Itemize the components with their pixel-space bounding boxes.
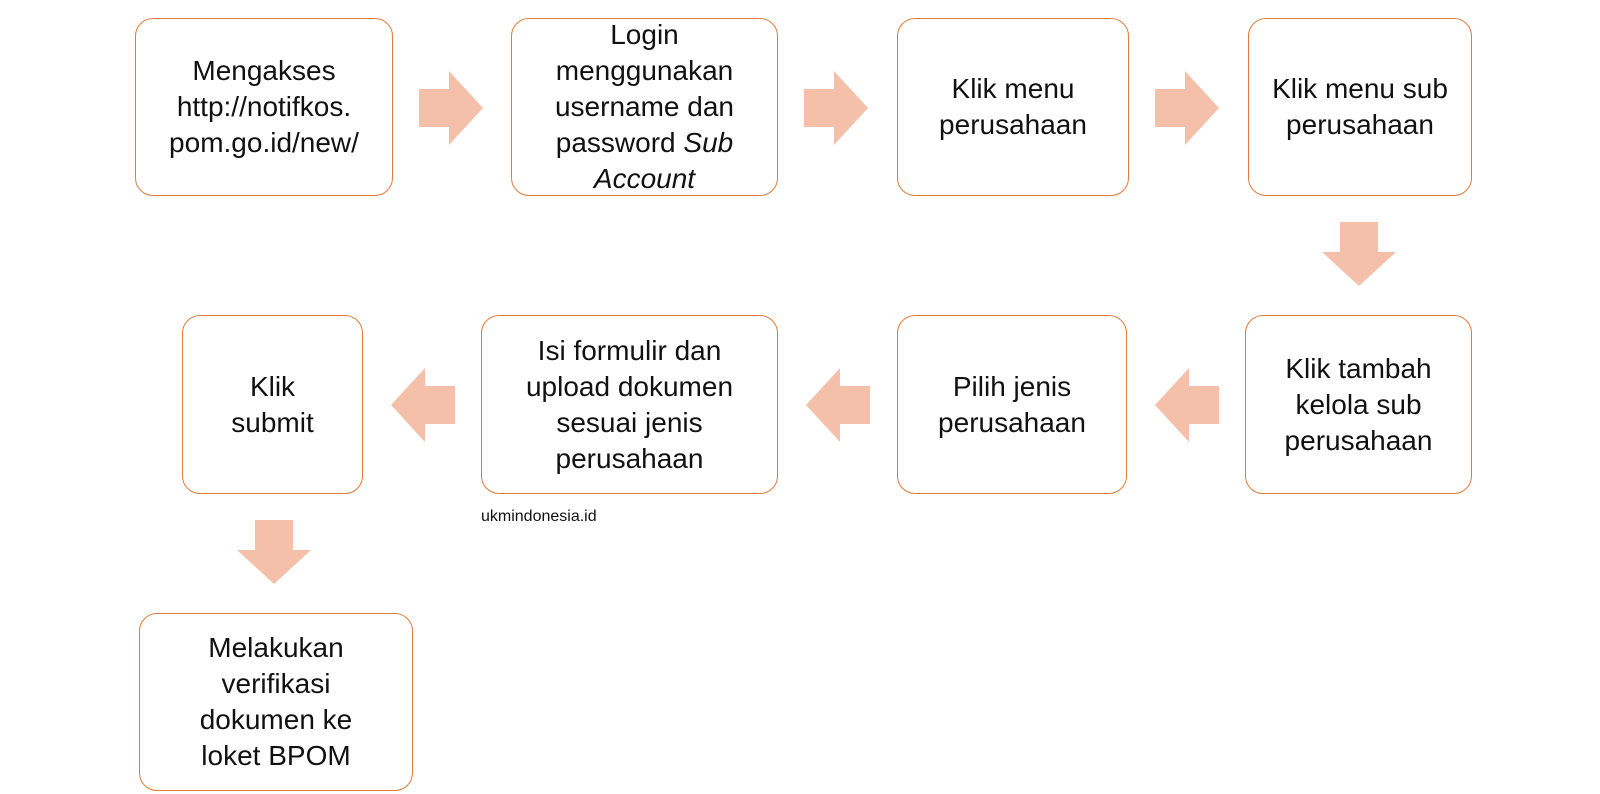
step-text-line: upload dokumen xyxy=(525,370,734,402)
step-text-line: username dan xyxy=(554,91,734,122)
step-text-line: pom.go.id/new/ xyxy=(169,127,359,158)
step-text-line: menggunakan xyxy=(555,55,734,86)
arrow-left-icon xyxy=(391,368,455,442)
step-text-line: perusahaan xyxy=(938,406,1086,438)
step-click-company-menu: Klik menu perusahaan xyxy=(897,18,1129,196)
step-text-line: kelola sub xyxy=(1295,388,1422,420)
step-text-line: perusahaan xyxy=(555,442,704,474)
step-text-line: verifikasi xyxy=(221,668,331,699)
step-text-line: Pilih jenis xyxy=(952,370,1072,402)
step-text-line: Login xyxy=(610,19,679,50)
arrow-right-icon xyxy=(419,71,483,145)
step-fill-form-upload: Isi formulir dan upload dokumen sesuai j… xyxy=(481,315,778,494)
step-text-italic: Account xyxy=(593,163,696,194)
step-text-line: dokumen ke xyxy=(199,704,353,735)
step-text-line: Klik menu xyxy=(951,73,1075,104)
step-text-line: Mengakses xyxy=(192,55,336,86)
arrow-down-icon xyxy=(1322,222,1396,286)
step-click-sub-company-menu: Klik menu sub perusahaan xyxy=(1248,18,1472,196)
step-choose-company-type: Pilih jenis perusahaan xyxy=(897,315,1127,494)
step-text-italic: Sub xyxy=(683,127,734,158)
step-text-part: password xyxy=(555,127,684,158)
step-text-line: Klik tambah xyxy=(1285,352,1432,384)
step-text-line: Account xyxy=(555,161,734,197)
arrow-left-icon xyxy=(1155,368,1219,442)
step-text-line: Melakukan xyxy=(208,632,344,663)
step-text-line: password Sub xyxy=(555,125,734,161)
step-login-sub-account: Login menggunakan username dan password … xyxy=(511,18,778,196)
step-text-line: submit xyxy=(231,406,314,438)
step-text-line: Klik menu sub xyxy=(1272,73,1448,104)
step-text-line: sesuai jenis xyxy=(556,406,703,438)
arrow-right-icon xyxy=(804,71,868,145)
arrow-left-icon xyxy=(806,368,870,442)
step-text-line: perusahaan xyxy=(1286,109,1434,140)
step-text-line: perusahaan xyxy=(939,109,1087,140)
watermark-text: ukmindonesia.id xyxy=(481,508,597,525)
step-verify-documents: Melakukan verifikasi dokumen ke loket BP… xyxy=(139,613,413,791)
arrow-right-icon xyxy=(1155,71,1219,145)
step-access-website: Mengakses http://notifkos. pom.go.id/new… xyxy=(135,18,393,196)
step-text-line: loket BPOM xyxy=(201,740,351,771)
step-text-line: perusahaan xyxy=(1284,424,1433,456)
step-text-line: Isi formulir dan xyxy=(537,334,722,366)
step-click-submit: Klik submit xyxy=(182,315,363,494)
step-add-sub-company: Klik tambah kelola sub perusahaan xyxy=(1245,315,1472,494)
arrow-down-icon xyxy=(237,520,311,584)
step-text-line: Klik xyxy=(249,370,296,402)
step-text-line: http://notifkos. xyxy=(176,91,352,122)
